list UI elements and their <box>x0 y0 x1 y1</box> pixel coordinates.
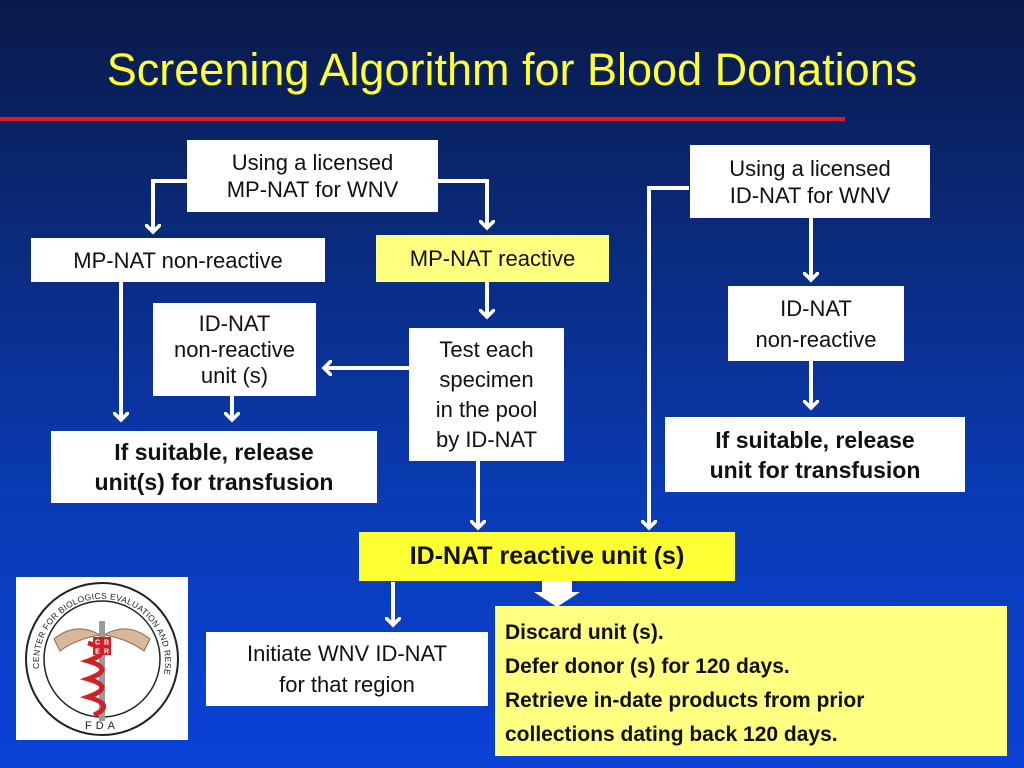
box-test-each: Test each specimen in the pool by ID-NAT <box>409 328 564 461</box>
box-test-each-line4: by ID-NAT <box>435 426 538 452</box>
box-idnat-nonreactive-units-line2: non-reactive <box>173 336 296 362</box>
discard-line4: collections dating back 120 days. <box>505 723 838 746</box>
box-discard: Discard unit (s). Defer donor (s) for 12… <box>495 606 1007 756</box>
box-mp-nonreactive-label: MP-NAT non-reactive <box>73 247 283 273</box>
logo-letter-b: B <box>104 640 109 647</box>
box-idnat-reactive-unit: ID-NAT reactive unit (s) <box>359 532 735 581</box>
cber-fda-logo: CENTER FOR BIOLOGICS EVALUATION AND RESE… <box>13 569 188 740</box>
slide-title: Screening Algorithm for Blood Donations <box>106 44 918 95</box>
box-test-each-line3: in the pool <box>435 396 538 422</box>
box-release-unit-line1: If suitable, release <box>715 426 915 453</box>
box-idnat-reactive-unit-label: ID-NAT reactive unit (s) <box>409 542 685 570</box>
arrow-id-licensed-to-reactive-unit <box>649 186 689 528</box>
arrow-reactive-to-discard <box>534 580 580 607</box>
box-mp-licensed: Using a licensed MP-NAT for WNV <box>187 140 438 212</box>
box-idnat-nonreactive-right-line2: non-reactive <box>755 326 877 352</box>
box-id-licensed-line1: Using a licensed <box>729 155 891 181</box>
box-idnat-nonreactive-right: ID-NAT non-reactive <box>728 286 904 361</box>
box-mp-licensed-line2: MP-NAT for WNV <box>226 177 399 202</box>
box-idnat-nonreactive-units-line1: ID-NAT <box>198 310 271 336</box>
box-mp-reactive-label: MP-NAT reactive <box>409 246 576 271</box>
box-initiate-line2: for that region <box>279 672 415 697</box>
box-id-licensed-line2: ID-NAT for WNV <box>729 182 891 208</box>
box-release-units-line2: unit(s) for transfusion <box>94 469 334 495</box>
box-initiate: Initiate WNV ID-NAT for that region <box>206 632 488 706</box>
box-mp-nonreactive: MP-NAT non-reactive <box>31 238 325 282</box>
box-idnat-nonreactive-right-line1: ID-NAT <box>780 295 852 321</box>
box-mp-licensed-line1: Using a licensed <box>231 150 394 175</box>
logo-fda-text: FDA <box>85 720 119 732</box>
cber-seal-icon: CENTER FOR BIOLOGICS EVALUATION AND RESE… <box>13 569 179 736</box>
box-idnat-nonreactive-units-line3: unit (s) <box>200 362 269 388</box>
box-release-units: If suitable, release unit(s) for transfu… <box>51 431 377 503</box>
logo-letter-c: C <box>95 640 100 647</box>
box-release-units-line1: If suitable, release <box>114 439 314 465</box>
box-id-licensed: Using a licensed ID-NAT for WNV <box>690 145 930 218</box>
discard-line1: Discard unit (s). <box>505 621 664 644</box>
box-idnat-nonreactive-units: ID-NAT non-reactive unit (s) <box>153 303 316 396</box>
arrow-to-mp-reactive <box>438 179 487 228</box>
discard-line3: Retrieve in-date products from prior <box>505 689 865 712</box>
box-release-unit-line2: unit for transfusion <box>709 456 921 483</box>
box-test-each-line1: Test each <box>439 336 534 362</box>
box-test-each-line2: specimen <box>439 366 534 392</box>
box-release-unit: If suitable, release unit for transfusio… <box>665 417 965 492</box>
arrow-to-mp-nonreactive <box>153 179 187 232</box>
logo-letter-r: R <box>104 649 109 656</box>
box-initiate-line1: Initiate WNV ID-NAT <box>246 641 448 666</box>
logo-letter-e: E <box>95 649 100 656</box>
discard-line2: Defer donor (s) for 120 days. <box>505 655 790 678</box>
title-underline <box>0 117 845 121</box>
box-mp-reactive: MP-NAT reactive <box>376 235 609 282</box>
